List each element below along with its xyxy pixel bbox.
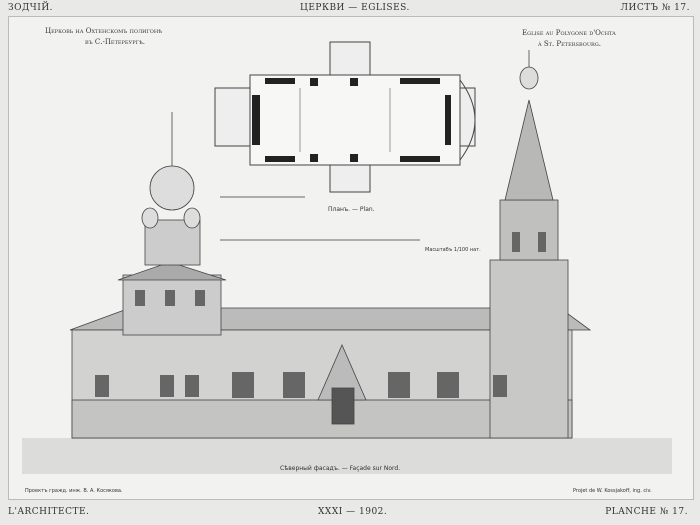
credit-fr: Projet de W. Kossjakoff, ing. civ. <box>573 488 652 494</box>
scale-bars <box>220 196 420 241</box>
title-fr-line1: Eglise au Polygone d'Ochta <box>522 29 616 37</box>
journal-name-fr: L'ARCHITECTE. <box>8 507 90 517</box>
title-ru-line1: Церковь на Охтенскомъ полигонѣ <box>45 27 163 35</box>
title-fr-line2: à St. Petersbourg. <box>538 40 602 48</box>
facade-windows <box>95 232 546 398</box>
credit-ru: Проектъ гражд. инж. В. А. Косякова. <box>25 488 123 494</box>
north-facade <box>69 50 592 439</box>
journal-name-ru: ЗОДЧІЙ. <box>8 3 54 13</box>
sheet-number: ЛИСТЪ № 17. <box>620 3 690 13</box>
ground <box>22 438 672 474</box>
floor-plan <box>214 41 476 193</box>
plan-caption: Планъ. — Plan. <box>328 206 375 213</box>
section-title: ЦЕРКВИ — EGLISES. <box>300 3 410 13</box>
plate-number: PLANCHE № 17. <box>605 507 688 517</box>
volume-year: XXXI — 1902. <box>318 507 388 517</box>
title-ru-line2: въ С.-Петербургѣ. <box>85 38 145 46</box>
facade-caption: Сѣверный фасадъ. — Façade sur Nord. <box>280 465 401 472</box>
scale-caption: Масштабъ 1/100 нат. <box>425 247 481 253</box>
